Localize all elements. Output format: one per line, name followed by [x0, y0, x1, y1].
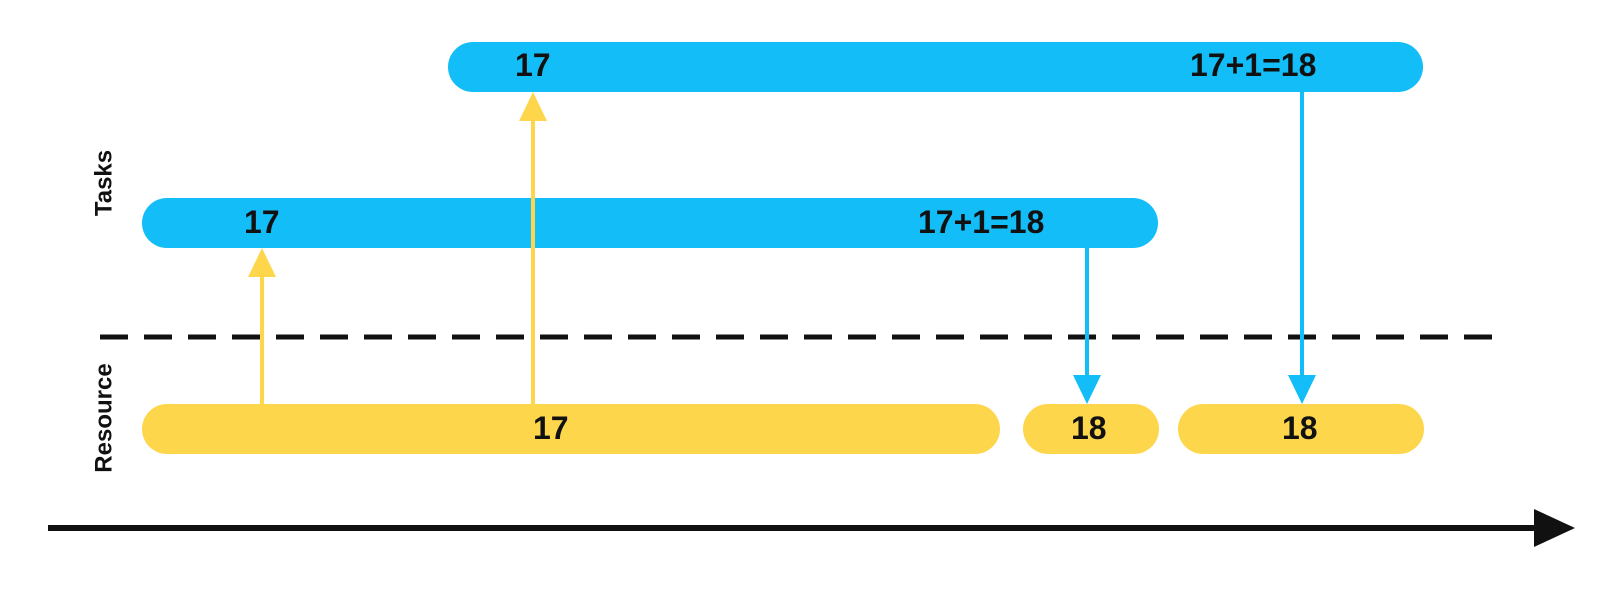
- write-arrow-task-1: [1288, 92, 1316, 404]
- read-arrowhead-task-1: [519, 92, 547, 121]
- task-bar-2: 17 17+1=18: [142, 198, 1158, 248]
- resource-bar-1-shape: [142, 404, 1000, 454]
- task-1-read-label: 17: [515, 47, 551, 83]
- resource-1-label: 17: [533, 410, 569, 446]
- resource-bar-3-shape: [1178, 404, 1424, 454]
- resource-bar-1: 17: [142, 404, 1000, 454]
- resource-lane-label: Resource: [91, 363, 118, 472]
- write-arrowhead-task-1: [1288, 375, 1316, 404]
- resource-bar-2-shape: [1023, 404, 1159, 454]
- read-arrow-task-2: [248, 248, 276, 404]
- resource-bar-2: 18: [1023, 404, 1159, 454]
- read-arrowhead-task-2: [248, 248, 276, 277]
- tasks-lane-label: Tasks: [91, 150, 118, 216]
- resource-2-label: 18: [1071, 410, 1107, 446]
- task-1-write-label: 17+1=18: [1190, 47, 1316, 83]
- write-arrowhead-task-2: [1073, 375, 1101, 404]
- resource-bar-3: 18: [1178, 404, 1424, 454]
- time-axis: [48, 509, 1575, 547]
- time-axis-arrowhead: [1534, 509, 1575, 547]
- task-bar-1: 17 17+1=18: [448, 42, 1423, 92]
- write-arrow-task-2: [1073, 248, 1101, 404]
- task-bar-2-shape: [142, 198, 1158, 248]
- resource-3-label: 18: [1282, 410, 1318, 446]
- task-2-read-label: 17: [244, 204, 280, 240]
- task-2-write-label: 17+1=18: [918, 204, 1044, 240]
- read-arrow-task-1: [519, 92, 547, 404]
- task-bar-1-shape: [448, 42, 1423, 92]
